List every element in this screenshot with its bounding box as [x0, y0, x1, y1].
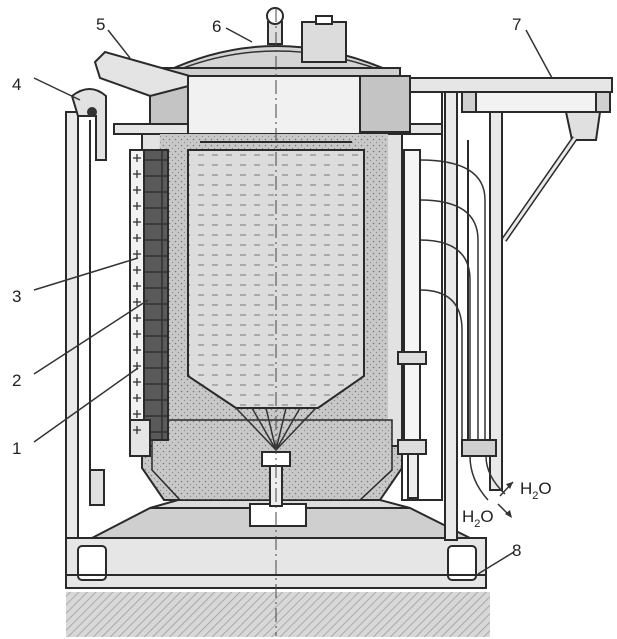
pouring-spout — [93, 50, 198, 133]
water-connections — [461, 439, 514, 518]
right-frame — [401, 79, 503, 541]
hydraulic-arm — [397, 77, 613, 242]
label-6: 6 — [212, 17, 221, 36]
label-5: 5 — [96, 15, 105, 34]
furnace-lid — [159, 7, 401, 79]
label-2: 2 — [12, 371, 21, 390]
water-out-label: H2O — [462, 507, 494, 530]
label-7: 7 — [512, 15, 521, 34]
leader-lines — [33, 27, 553, 575]
left-frame — [65, 111, 105, 539]
label-3: 3 — [12, 287, 21, 306]
top-ring — [113, 75, 443, 135]
ground — [66, 592, 490, 637]
label-4: 4 — [12, 75, 21, 94]
coil-turn-marks — [133, 154, 141, 434]
cooling-tube — [397, 149, 427, 499]
label-8: 8 — [512, 541, 521, 560]
water-in-label: H2O — [520, 479, 552, 502]
label-1: 1 — [12, 439, 21, 458]
inductor-coil — [129, 149, 169, 457]
tilt-pivot — [70, 88, 107, 161]
